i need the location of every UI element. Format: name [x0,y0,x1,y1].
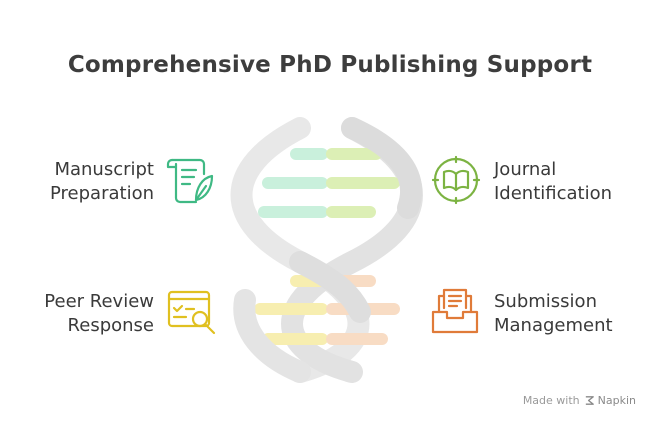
label-line-1: Submission [494,291,597,312]
label-line-2: Management [494,315,613,336]
helix-rungs-top [258,148,400,218]
review-magnifier-icon [167,290,216,335]
inbox-documents-icon [431,288,479,334]
page-title: Comprehensive PhD Publishing Support [67,52,593,78]
napkin-logo-icon [585,396,594,405]
made-with-label: Made with [522,394,580,407]
scroll-feather-icon [166,158,214,204]
label-line-1: Journal [494,159,557,180]
label-line-2: Response [67,315,154,336]
label-journal-identification: Journal Identification [494,158,612,206]
napkin-brand: Napkin [584,394,636,407]
made-with-credit[interactable]: Made with Napkin [523,394,636,407]
label-peer-review-response: Peer Review Response [44,290,154,338]
label-line-1: Peer Review [44,291,154,312]
label-line-1: Manuscript [54,159,154,180]
napkin-brand-label: Napkin [597,394,636,407]
label-line-2: Preparation [50,183,154,204]
label-submission-management: Submission Management [494,290,613,338]
label-manuscript-preparation: Manuscript Preparation [50,158,154,206]
book-compass-icon [431,155,481,205]
label-line-2: Identification [494,183,613,204]
